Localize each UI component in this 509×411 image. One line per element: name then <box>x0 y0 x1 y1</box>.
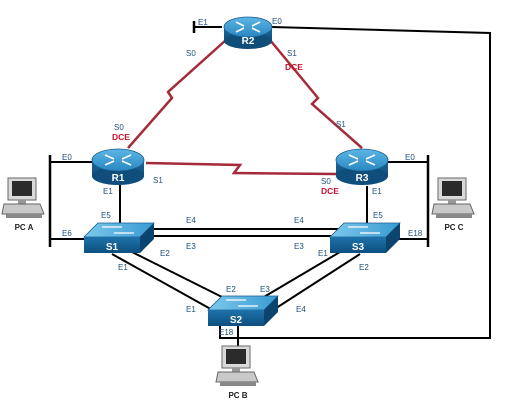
port-label-r2-s1: S1 <box>287 49 297 58</box>
link-s1-e1-s2-e1 <box>111 253 217 313</box>
router-arrows-icon <box>104 154 132 166</box>
switch-s3-label: S3 <box>352 242 365 253</box>
switch-arrows-icon <box>348 226 380 234</box>
router-r1[interactable]: R1 <box>91 148 145 185</box>
dce-label-r1-s0: DCE <box>112 132 130 142</box>
pc-a[interactable]: PC A <box>1 177 45 232</box>
port-label-s1-e3: E3 <box>186 242 196 251</box>
pc-a-label: PC A <box>15 223 34 232</box>
port-label-s1-e1: E1 <box>118 263 128 272</box>
port-label-s3-e3: E3 <box>294 242 304 251</box>
port-label-r2-s0: S0 <box>186 49 196 58</box>
pc-c[interactable]: PC C <box>431 177 475 232</box>
router-r2-label: R2 <box>242 36 255 47</box>
switch-arrows-icon <box>226 299 258 307</box>
link-s3-e1-s2-e3 <box>251 251 341 305</box>
port-label-s1-e2: E2 <box>160 249 170 258</box>
port-label-r3-s0: S0 <box>321 177 331 186</box>
port-label-r1-e1: E1 <box>103 187 113 196</box>
link-r2-e0-s2-e18 <box>219 26 491 339</box>
router-arrows-icon <box>348 154 376 166</box>
pc-c-label: PC C <box>444 223 463 232</box>
port-label-r1-e0: E0 <box>62 153 72 162</box>
port-label-s2-e1: E1 <box>186 305 196 314</box>
port-label-r3-e1: E1 <box>372 187 382 196</box>
switch-s1-label: S1 <box>106 242 119 253</box>
switch-s1[interactable]: S1 <box>83 222 155 253</box>
port-label-s3-e18: E18 <box>408 229 423 238</box>
switch-arrows-icon <box>102 226 134 234</box>
dce-label-r3-s0: DCE <box>321 186 339 196</box>
port-label-s1-e5: E5 <box>101 211 111 220</box>
router-r2[interactable]: R2 <box>223 16 273 49</box>
port-label-s2-e3: E3 <box>260 285 270 294</box>
port-label-s3-e4: E4 <box>294 216 304 225</box>
switch-s3[interactable]: S3 <box>329 222 401 253</box>
port-label-s3-e2: E2 <box>359 263 369 272</box>
router-r1-label: R1 <box>112 173 125 184</box>
port-label-s2-e2: E2 <box>226 285 236 294</box>
dce-label-r2-s1: DCE <box>285 62 303 72</box>
port-label-r2-e0: E0 <box>272 17 282 26</box>
serial-link-r1-r3 <box>145 161 337 176</box>
pc-b[interactable]: PC B <box>215 345 259 400</box>
port-label-r3-s1: S1 <box>336 120 346 129</box>
link-s1-e2-s2-e2 <box>131 251 237 305</box>
port-label-s1-e4: E4 <box>186 216 196 225</box>
pc-b-label: PC B <box>228 391 247 400</box>
port-label-r3-e0: E0 <box>405 153 415 162</box>
port-label-r1-s1: S1 <box>153 176 163 185</box>
ethernet-links <box>48 21 491 352</box>
port-label-r1-s0: S0 <box>114 123 124 132</box>
serial-link-r1-r2 <box>127 39 227 149</box>
link-s3-e2-s2-e4 <box>269 253 361 313</box>
serial-link-r2-r3 <box>269 39 363 149</box>
router-arrows-icon <box>235 21 261 33</box>
port-label-s1-e6: E6 <box>62 229 72 238</box>
port-label-s2-e18: E18 <box>219 328 234 337</box>
port-labels: E1 E0 S0 S1 DCE S0 DCE E0 E1 S1 S1 S0 DC… <box>62 17 423 337</box>
port-label-r2-e1: E1 <box>198 18 208 27</box>
switch-s2-label: S2 <box>230 315 243 326</box>
switch-s2[interactable]: S2 <box>207 295 279 326</box>
router-r3[interactable]: R3 <box>335 148 389 185</box>
port-label-s3-e5: E5 <box>373 211 383 220</box>
serial-links <box>127 39 363 176</box>
port-label-s3-e1: E1 <box>318 249 328 258</box>
port-label-s2-e4: E4 <box>296 305 306 314</box>
router-r3-label: R3 <box>356 173 369 184</box>
